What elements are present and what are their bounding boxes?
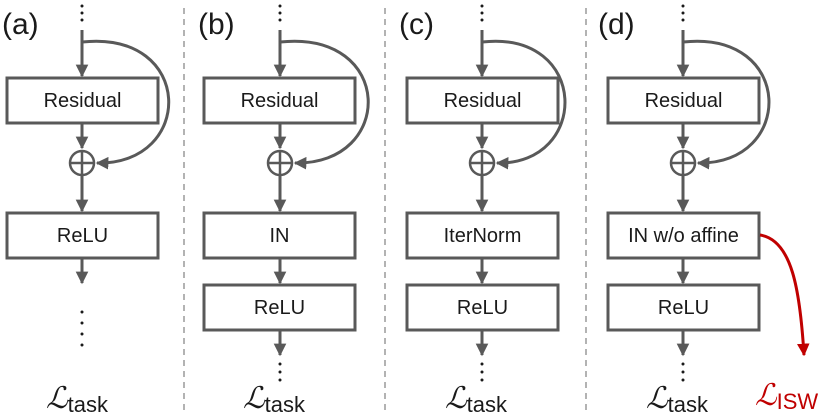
panel-a: (a) Residual ReLU ℒtask (2, 4, 171, 417)
norm-label: IterNorm (444, 225, 522, 247)
relu-box (202, 283, 357, 332)
panel-label: (b) (198, 8, 235, 41)
relu-label: ReLU (57, 225, 108, 247)
panel-c: (c) Residual IterNorm ReLU ℒtask (399, 4, 567, 417)
norm-box (202, 211, 357, 260)
relu-box (405, 283, 560, 332)
sum-icon (68, 149, 96, 177)
relu-box (5, 211, 160, 260)
skip-connection-arrow (81, 39, 171, 170)
norm-box (606, 211, 761, 260)
panel-b: (b) Residual IN ReLU ℒtask (198, 4, 370, 417)
skip-connection-arrow (279, 39, 370, 170)
sum-icon (468, 149, 496, 177)
task-loss: ℒtask (445, 381, 508, 417)
norm-label: IN (270, 225, 290, 247)
norm-box (405, 211, 560, 260)
relu-label: ReLU (457, 297, 508, 319)
sum-icon (669, 149, 697, 177)
task-loss: ℒtask (646, 381, 709, 417)
isw-loss: ℒISW (755, 378, 818, 414)
task-loss: ℒtask (243, 381, 306, 417)
residual-label: Residual (44, 90, 122, 112)
panel-label: (a) (2, 8, 39, 41)
residual-label: Residual (444, 90, 522, 112)
relu-label: ReLU (254, 297, 305, 319)
sum-icon (266, 149, 294, 177)
residual-box (5, 76, 160, 125)
residual-label: Residual (241, 90, 319, 112)
skip-connection-arrow (682, 39, 771, 170)
task-loss: ℒtask (46, 381, 109, 417)
norm-label: IN w/o affine (628, 225, 739, 247)
residual-box (405, 76, 560, 125)
relu-box (606, 283, 761, 332)
panel-label: (c) (399, 8, 434, 41)
skip-connection-arrow (481, 39, 567, 170)
residual-label: Residual (645, 90, 723, 112)
panel-label: (d) (598, 8, 635, 41)
relu-label: ReLU (658, 297, 709, 319)
residual-box (202, 76, 357, 125)
panel-d: (d) Residual IN w/o affine ReLU ℒtask ℒI… (598, 4, 818, 417)
residual-box (606, 76, 761, 125)
isw-loss-arrow (759, 233, 810, 357)
